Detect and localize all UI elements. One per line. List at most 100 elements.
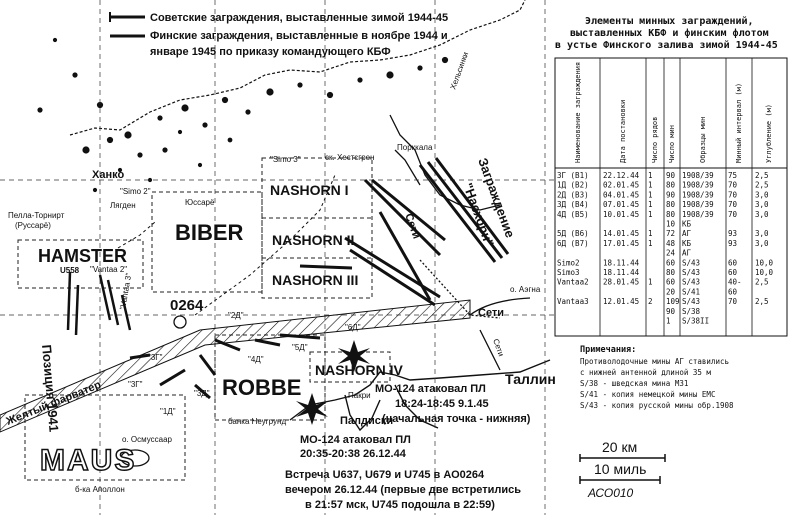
- table-cell: 1: [648, 190, 653, 199]
- label-u558: U558: [60, 266, 80, 275]
- table-cell: 2,5: [755, 181, 769, 190]
- table-header: Наименование заграждения: [574, 62, 582, 163]
- attack2-line1: МО-124 атаковал ПЛ: [300, 434, 411, 446]
- label-vantaa2: "Vantaa 2": [90, 265, 127, 274]
- table-cell: 28.01.45: [603, 278, 639, 287]
- table-cell: АГ: [682, 229, 692, 238]
- scale-miles: 10 миль: [594, 461, 646, 477]
- label-osmussar: о. Осмуссаар: [122, 435, 173, 444]
- table-cell: 1: [648, 181, 653, 190]
- table-cell: 3,0: [755, 210, 769, 219]
- yellow-fairway: [0, 299, 471, 433]
- table-cell: S/43: [682, 268, 700, 277]
- table-cell: S/43: [682, 278, 700, 287]
- table-cell: 6Д (B7): [557, 239, 589, 248]
- scale-km: 20 км: [602, 439, 637, 455]
- table-cell: 80: [666, 268, 676, 277]
- table-cell: 12.01.45: [603, 297, 639, 306]
- table-cell: 1: [648, 210, 653, 219]
- table-cell: КБ: [682, 220, 692, 229]
- label-pakri: Пакри: [348, 391, 371, 400]
- table-cell: 5Д (B6): [557, 229, 589, 238]
- table-cell: S/38: [682, 307, 701, 316]
- table-cell: 22.12.44: [603, 171, 640, 180]
- nashorn4-zone: [309, 351, 391, 383]
- label-simo3: "Simo 3": [270, 155, 301, 164]
- table-cell: 93: [728, 239, 737, 248]
- zone-nashorn4: NASHORN IV: [315, 362, 404, 378]
- label-tallinn: Таллин: [505, 371, 556, 387]
- notes: Примечания: Противолодочные мины АГ став…: [580, 345, 734, 410]
- attack1-line2: 18:24-18:45 9.1.45: [395, 398, 489, 410]
- table-cell: 1908/39: [682, 190, 714, 199]
- table-header: Образцы мин: [699, 117, 707, 163]
- table-cell: 24: [666, 249, 676, 258]
- zone-nashorn2: NASHORN II: [272, 232, 354, 248]
- table-title: Элементы минных заграждений, выставленны…: [555, 15, 778, 51]
- table-cell: 60: [728, 258, 738, 267]
- table-cell: 60: [728, 287, 738, 296]
- table-cell: 2Д (B3): [557, 190, 589, 199]
- label-neugrund: банка Неугрунд: [228, 417, 286, 426]
- table-cell: 60: [666, 278, 676, 287]
- table-cell: 1: [648, 171, 653, 180]
- table-cell: 1908/39: [682, 171, 714, 180]
- table-cell: 90: [666, 307, 676, 316]
- table-cell: 60: [666, 258, 676, 267]
- hamster-zone: [17, 239, 144, 289]
- table-title-2: выставленных КБФ и финским флотом: [570, 27, 769, 39]
- scale-bar: 20 км 10 миль АСО010: [579, 439, 666, 500]
- nashorn-zone: [261, 157, 373, 299]
- table-cell: 04.01.45: [603, 190, 639, 199]
- table-cell: 3,0: [755, 229, 769, 238]
- estonian-coastline: [289, 359, 551, 432]
- legend-soviet-text: Советские заграждения, выставленные зимо…: [150, 12, 448, 24]
- legend-finnish-text-2: январе 1945 по приказу командующего КБФ: [150, 46, 391, 58]
- notes-line: S/41 - копия немецкой мины ЕМС: [580, 390, 715, 399]
- label-simo2: "Simo 2": [120, 187, 151, 196]
- table-cell: 3,0: [755, 200, 769, 209]
- notes-title: Примечания:: [580, 345, 636, 355]
- table-cell: 1: [648, 239, 653, 248]
- label-position-1941: Позиция 1941: [39, 344, 62, 433]
- table-cell: 80: [666, 181, 676, 190]
- maus-zone: [24, 394, 186, 481]
- label-d6: "6Д": [345, 323, 361, 332]
- label-nets-2: Сети: [478, 307, 504, 319]
- table-header: Число мин: [668, 125, 676, 163]
- label-d4: "4Д": [248, 355, 264, 364]
- label-aegna: о. Аэгна: [510, 285, 541, 294]
- table-cell: 48: [666, 239, 676, 248]
- table-cell: 90: [666, 171, 676, 180]
- table-title-1: Элементы минных заграждений,: [585, 15, 754, 27]
- table-header: Углубление (м): [765, 104, 773, 163]
- zone-nashorn1: NASHORN I: [270, 182, 349, 198]
- soviet-mine-lines: [129, 333, 321, 400]
- attack1-line3: (начальная точка - нижняя): [382, 413, 531, 425]
- table-cell: 07.01.45: [603, 200, 639, 209]
- table-header: Минный интервал (м): [735, 83, 743, 163]
- table-cell: 1: [648, 229, 653, 238]
- table-cell: Vantaa3: [557, 297, 589, 306]
- attack2-line2: 20:35-20:38 26.12.44: [300, 448, 407, 460]
- table-cell: 1: [648, 200, 653, 209]
- table-cell: 4Д (B5): [557, 210, 589, 219]
- table-cell: 72: [666, 229, 675, 238]
- label-vantaa3: "Vantaa 3": [118, 272, 133, 310]
- table-cell: 70: [728, 181, 738, 190]
- table-cell: 60: [728, 268, 738, 277]
- label-d1: "1Д": [160, 407, 176, 416]
- signature: АСО010: [587, 486, 634, 500]
- zone-biber: BIBER: [175, 220, 244, 245]
- table-cell: 10: [666, 220, 676, 229]
- label-d2: "2Д": [228, 311, 244, 320]
- porkkala-peninsula: [389, 114, 501, 211]
- label-hanko: Ханко: [92, 169, 124, 181]
- label-porkkala: Порккала: [397, 143, 433, 152]
- finnish-mine-lines: [299, 157, 510, 307]
- table-cell: 1908/39: [682, 200, 714, 209]
- table-cell: 1: [648, 278, 653, 287]
- label-g3: "3Г": [148, 353, 163, 362]
- table-header: Число рядов: [651, 117, 659, 163]
